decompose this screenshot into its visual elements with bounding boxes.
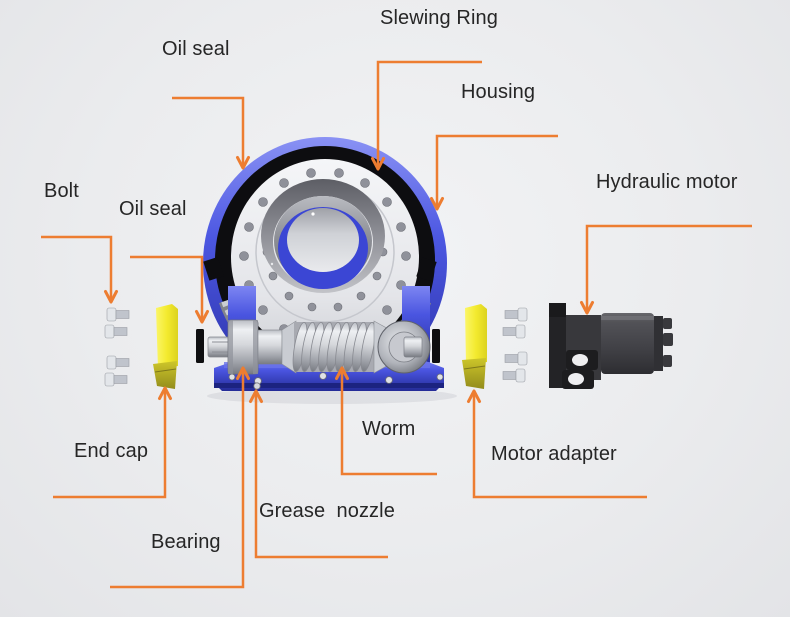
rim-notch-right	[416, 257, 437, 281]
leader-motor-adapter	[467, 389, 647, 499]
label-motor-adapter: Motor adapter	[491, 443, 617, 465]
grease-nozzle-part	[253, 382, 261, 390]
worm-shaft	[207, 319, 431, 375]
label-bearing: Bearing	[151, 531, 221, 553]
leader-housing	[430, 134, 558, 211]
label-housing: Housing	[461, 81, 536, 103]
leader-bolt	[41, 235, 118, 304]
slewing-ring-part	[203, 137, 447, 389]
leader-end-cap	[53, 386, 172, 499]
leader-oil-seal-top	[172, 96, 250, 170]
leader-oil-seal-left	[130, 255, 209, 324]
base-screws	[228, 372, 444, 385]
leader-slewing-ring	[371, 60, 482, 171]
label-oil-seal-left: Oil seal	[119, 198, 187, 220]
label-hydraulic-motor: Hydraulic motor	[596, 171, 738, 193]
bolts-right	[502, 307, 528, 383]
worm-threads	[292, 321, 376, 373]
rim-notch-left	[203, 257, 224, 281]
leader-worm	[335, 366, 437, 476]
label-bolt: Bolt	[44, 180, 79, 202]
label-grease-nozzle: Grease nozzle	[259, 500, 395, 522]
leader-hydraulic-motor	[580, 224, 752, 315]
label-slewing-ring: Slewing Ring	[380, 7, 498, 29]
leader-lines	[41, 60, 752, 589]
label-oil-seal-top: Oil seal	[162, 38, 230, 60]
ground-shadow	[207, 388, 457, 404]
motor-adapter-part	[462, 304, 487, 389]
oil-seal-right-part	[432, 329, 440, 363]
label-end-cap: End cap	[74, 440, 149, 462]
label-worm: Worm	[362, 418, 416, 440]
end-cap-part	[153, 304, 178, 389]
hydraulic-motor-part	[549, 303, 673, 389]
leader-bearing	[110, 366, 250, 589]
oil-seal-left-part	[196, 329, 204, 363]
bolts-left	[104, 307, 130, 387]
leader-grease-nozzle	[249, 389, 388, 559]
